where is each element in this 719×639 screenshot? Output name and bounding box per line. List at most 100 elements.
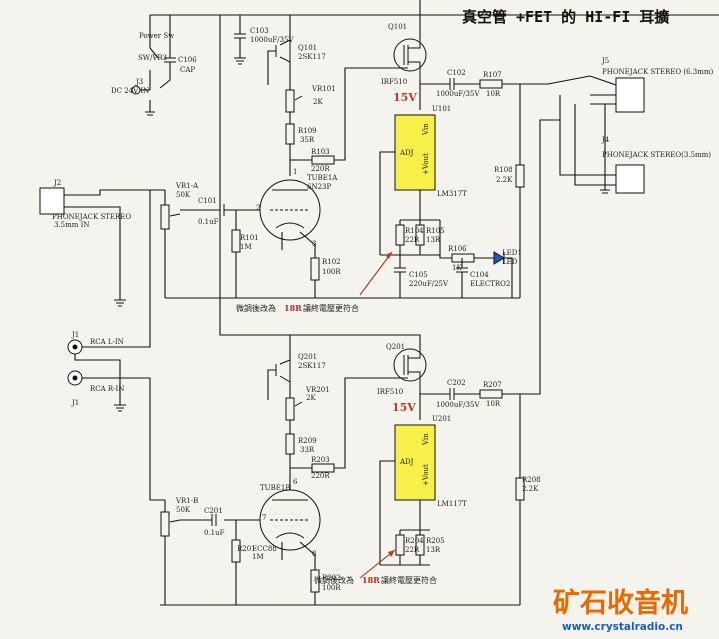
r102-resistor-icon (310, 257, 320, 281)
r203-val: 220R (311, 472, 330, 480)
tube1a-pin1: 1 (293, 168, 297, 176)
j4-desc: PHONEJACK STEREO(3.5mm) (602, 151, 711, 159)
j5-ref: J5 (601, 57, 609, 65)
u101-adj: ADJ (399, 149, 414, 157)
j1-ref-top: J1 (71, 331, 79, 339)
c105-ref: C105 (409, 271, 428, 279)
u201-vin: Vin (422, 433, 430, 446)
c103-ref: C103 (250, 27, 269, 35)
r107-val: 10R (486, 90, 501, 98)
c101-capacitor-icon (219, 204, 225, 216)
r103-val: 220R (311, 165, 330, 173)
q201-part: 2SK117 (298, 362, 326, 370)
power-section: Power Sw SW/VR3 J3 DC 24V IN C106 CAP C1… (111, 14, 719, 116)
ch2-note-suffix: 讓終電壓更符合 (381, 575, 437, 585)
j2-sub: 3.5mm IN (54, 221, 90, 229)
tube1a-ref: TUBE1A (307, 174, 338, 182)
vr1a-pot-icon (160, 204, 170, 230)
c102-ref: C102 (447, 69, 466, 77)
j5-desc: PHONEJACK STEREO (6.3mm) (602, 68, 714, 76)
watermark: 矿石收音机 www.crystalradio.cn (553, 587, 688, 633)
tube1b-part: ECC88 (252, 545, 277, 553)
ch1-note-prefix: 微調後改為 (236, 303, 276, 313)
r207-val: 10R (486, 400, 501, 408)
c106-val: CAP (180, 66, 195, 74)
c102-capacitor-icon (449, 78, 455, 90)
r207-resistor-icon (479, 389, 503, 399)
u201-vout: +Vout (422, 464, 430, 486)
q101-part: 2SK117 (298, 53, 326, 61)
tube1a-part: 6N23P (307, 183, 331, 191)
r203-ref: R203 (311, 456, 330, 464)
r109-ref: R109 (298, 127, 317, 135)
ch1-note-value: 18R (284, 303, 302, 313)
r109-resistor-icon (285, 123, 295, 145)
r101-resistor-icon (231, 229, 241, 253)
ch1-voltage-label: 15V (393, 91, 417, 104)
c104-val: ELECTRO2 (470, 280, 510, 288)
ch2-note-prefix: 微調後改為 (314, 575, 354, 585)
tube1b-pin6: 6 (293, 478, 298, 486)
vr1b-val: 50K (176, 506, 191, 514)
j2-ref: J2 (53, 179, 61, 187)
j1-ref-bottom: J1 (71, 399, 79, 407)
r101-ref: R101 (240, 234, 259, 242)
schematic-title: 真空管 +FET 的 HI-FI 耳擴 (462, 8, 669, 26)
c201-ref: C201 (204, 507, 223, 515)
j4-phonejack-icon (615, 164, 645, 194)
r205-val: 13R (426, 546, 441, 554)
power-switch-label: Power Sw (139, 32, 174, 40)
u201-adj: ADJ (399, 458, 414, 466)
c201-val: 0.1uF (204, 529, 225, 537)
vr201-ref: VR201 (305, 386, 330, 394)
c202-val: 1000uF/35V (436, 401, 480, 409)
c104-ref: C104 (470, 271, 489, 279)
c103-capacitor-icon (234, 33, 246, 39)
u101-part: LM317T (437, 190, 467, 198)
q201-jfet-icon (279, 359, 291, 383)
q101-fet-ref: Q101 (388, 23, 407, 31)
watermark-site: www.crystalradio.cn (562, 621, 683, 633)
led1-val: LED (502, 258, 518, 266)
ch1-note-suffix: 讓終電壓更符合 (303, 303, 359, 313)
tube1a-pin2: 2 (256, 204, 260, 212)
j2-desc: PHONEJACK STEREO (52, 213, 131, 221)
r104-val: 22R (405, 236, 420, 244)
ch2-voltage-label: 15V (392, 401, 416, 414)
r103-resistor-icon (311, 155, 335, 165)
q101-jfet-icon (279, 39, 291, 63)
u201-part: LM117T (437, 500, 467, 508)
r106-resistor-icon (451, 253, 475, 263)
c105-val: 220uF/25V (409, 280, 449, 288)
u201-ref: U201 (432, 415, 451, 423)
r209-resistor-icon (285, 433, 295, 455)
r209-ref: R209 (298, 437, 317, 445)
u201-regulator (394, 424, 436, 501)
vr1b-ref: VR1-B (175, 497, 198, 505)
c101-val: 0.1uF (198, 218, 219, 226)
r207-ref: R207 (483, 381, 502, 389)
output-section: J5 PHONEJACK STEREO (6.3mm) J4 PHONEJACK… (539, 57, 714, 380)
vr1b-pot-icon (160, 511, 170, 537)
u101-ref: U101 (432, 105, 451, 113)
r204-resistor-icon (395, 534, 405, 556)
j2-phonejack-icon (39, 187, 65, 215)
vr101-val: 2K (313, 98, 323, 106)
r203-resistor-icon (311, 463, 335, 473)
vr201-val: 2K (306, 394, 316, 402)
rca-r-label: RCA R-IN (90, 385, 124, 393)
r204-val: 22R (405, 546, 420, 554)
r202-ref: R202 (322, 574, 341, 582)
led1-ref: LED1 (502, 249, 522, 257)
q201-mosfet-icon (393, 348, 427, 382)
tube1b-ref: TUBE1B (260, 484, 290, 492)
r108-ref: R108 (494, 166, 513, 174)
r208-ref: R208 (522, 476, 541, 484)
c202-ref: C202 (447, 379, 466, 387)
watermark-logo: 矿石收音机 (553, 587, 688, 619)
r201-val: 1M (252, 553, 264, 561)
c202-capacitor-icon (449, 388, 455, 400)
r101-val: 1M (240, 243, 252, 251)
